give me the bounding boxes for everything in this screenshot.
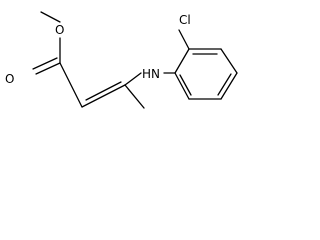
bond-carbonyl-ch [59, 62, 83, 108]
molecule-svg: O O HN Cl [5, 11, 238, 109]
ring-double-2 [217, 73, 232, 96]
bond-ch-c-1 [81, 84, 126, 108]
chlorine-label: Cl [179, 13, 191, 27]
ring-double-3 [179, 74, 192, 96]
bond-c-methyl [124, 84, 145, 109]
ring-bond-4 [220, 72, 238, 100]
structure-diagram: O O HN Cl [0, 0, 251, 150]
bond-ch-c-2 [85, 81, 122, 101]
ring-bond-6 [174, 72, 190, 100]
bond-carbonyl-o-1 [35, 62, 61, 75]
amine-label: HN [142, 67, 160, 81]
ring-bond-1 [174, 48, 190, 74]
ether-oxygen-label: O [55, 23, 64, 37]
carbonyl-oxygen-label: O [5, 72, 14, 86]
bond-carbonyl-o-2 [32, 57, 58, 70]
bond-ring-cl [178, 29, 190, 50]
ring-bond-3 [220, 48, 238, 74]
bond-methyl-o [40, 11, 61, 23]
bond-c-nh [124, 72, 142, 86]
